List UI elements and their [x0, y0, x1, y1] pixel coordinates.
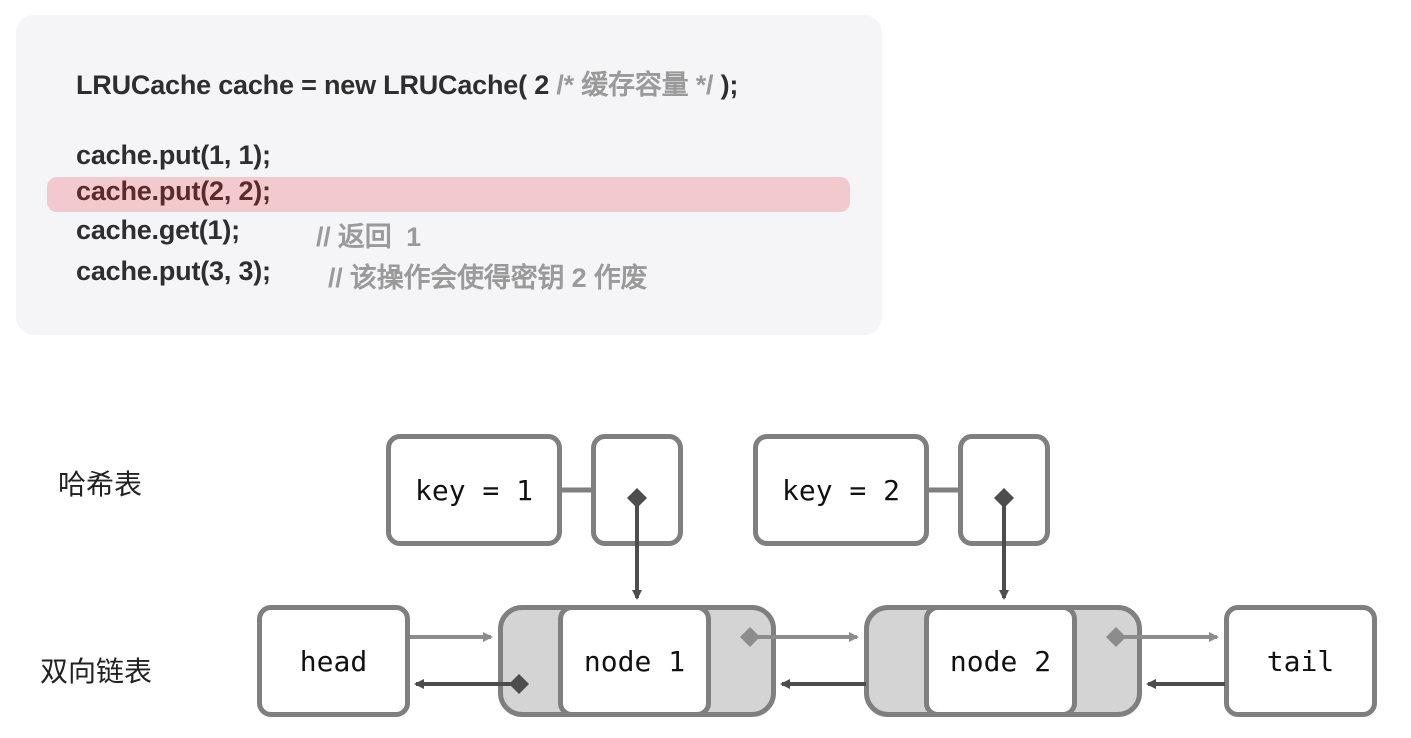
code-line-5: cache.put(3, 3); // 该操作会使得密钥 2 作废: [76, 256, 648, 293]
code-panel: [16, 15, 882, 335]
hash-key-1: key = 1: [386, 434, 562, 546]
code-line-5-comment: // 该操作会使得密钥 2 作废: [328, 263, 648, 293]
code-line-1: LRUCache cache = new LRUCache( 2 /* 缓存容量…: [76, 63, 738, 102]
code-line-1-code: LRUCache cache = new LRUCache( 2: [76, 70, 557, 100]
pointer-diamond-2: [994, 488, 1014, 508]
code-line-4-code: cache.get(1);: [76, 215, 240, 245]
list-node-2: node 2: [924, 605, 1077, 717]
code-line-3: cache.put(2, 2);: [76, 176, 271, 206]
next-diamond-node2: [1106, 627, 1126, 647]
code-line-1-end: );: [713, 70, 739, 100]
hash-table-label: 哈希表: [58, 468, 143, 501]
prev-diamond-node1: [509, 674, 529, 694]
list-node-1: node 1: [558, 605, 711, 717]
pointer-diamond-1: [627, 488, 647, 508]
linked-list-label: 双向链表: [40, 655, 153, 688]
code-line-5-code: cache.put(3, 3);: [76, 256, 271, 286]
code-line-4: cache.get(1); // 返回 1: [76, 215, 421, 252]
list-tail: tail: [1224, 605, 1377, 717]
next-diamond-node1: [740, 627, 760, 647]
code-line-2: cache.put(1, 1);: [76, 140, 271, 170]
highlighted-line: [47, 177, 850, 212]
list-head: head: [257, 605, 410, 717]
hash-key-2: key = 2: [753, 434, 929, 546]
code-line-1-comment: /* 缓存容量 */: [556, 70, 714, 100]
code-line-4-comment: // 返回 1: [316, 222, 421, 252]
